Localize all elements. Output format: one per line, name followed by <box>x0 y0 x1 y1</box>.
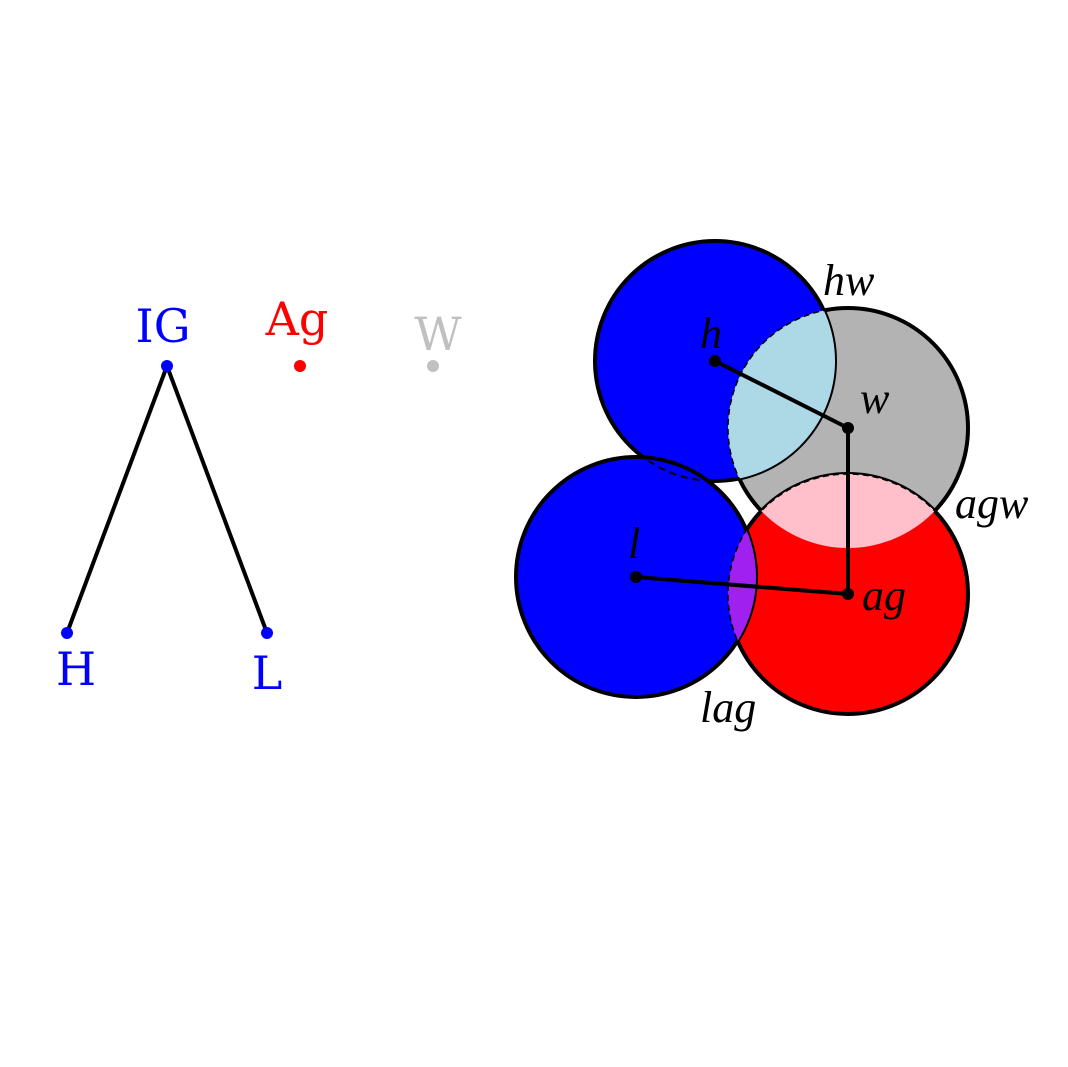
overlap-hw <box>727 307 835 481</box>
label-ag: ag <box>862 571 906 620</box>
vertex-ag <box>842 588 854 600</box>
node-l-dot <box>261 627 273 639</box>
node-l-label: L <box>252 646 283 700</box>
edge-ig-h <box>65 365 169 634</box>
overlap-complex: h w l ag hw agw lag <box>514 239 1029 732</box>
node-w-label: W <box>414 307 462 361</box>
node-h-dot <box>61 627 73 639</box>
label-h: h <box>700 309 722 358</box>
label-w: w <box>860 374 890 423</box>
node-ig-dot <box>161 360 173 372</box>
node-ag-label: Ag <box>265 292 329 346</box>
edge-ig-l <box>165 365 269 634</box>
label-hw: hw <box>823 256 875 305</box>
label-lag: lag <box>700 683 756 732</box>
vertex-h <box>709 355 721 367</box>
node-w-dot <box>427 360 439 372</box>
node-ig-label: IG <box>136 299 191 353</box>
vertex-l <box>630 571 642 583</box>
label-agw: agw <box>955 479 1029 528</box>
tree-diagram: IG Ag W H L <box>56 292 462 700</box>
node-h-label: H <box>56 642 96 696</box>
edge-h-w <box>714 359 849 430</box>
edge-l-ag <box>635 575 849 596</box>
node-ag-dot <box>294 360 306 372</box>
label-l: l <box>628 519 640 568</box>
vertex-w <box>842 422 854 434</box>
